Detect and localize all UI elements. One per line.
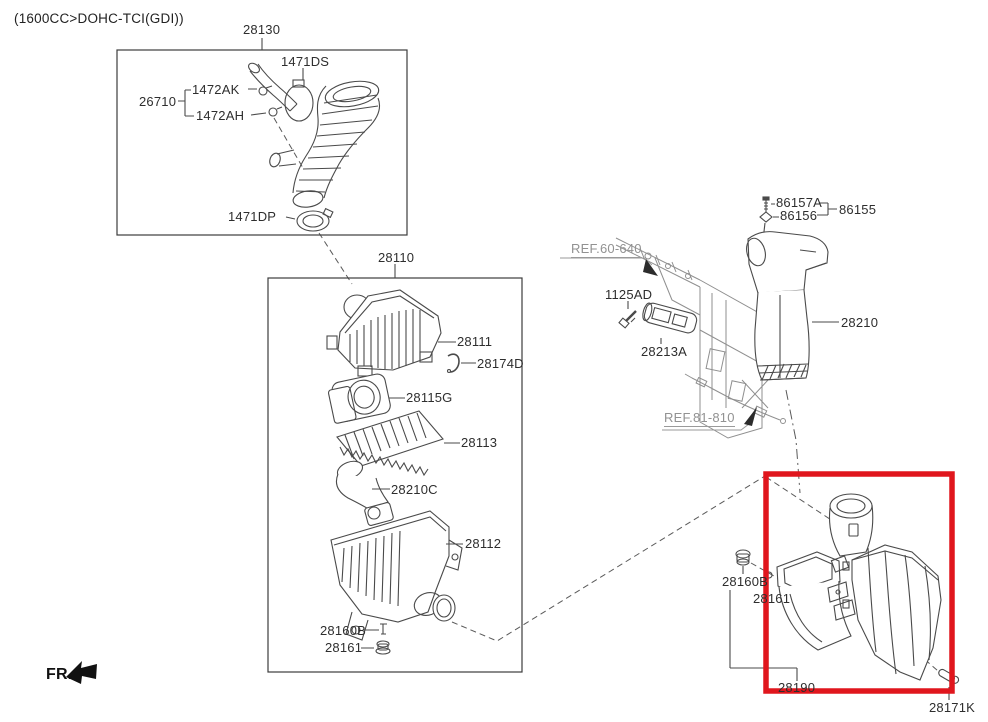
callout-28161: 28161 (325, 640, 363, 655)
callout-28112: 28112 (465, 536, 502, 551)
front-direction-label: FR. (46, 666, 73, 683)
bulkhead-reference-drawing (615, 237, 786, 439)
callout-28174D: 28174D (477, 356, 524, 371)
resonator-drawing (618, 301, 698, 344)
callout-1472AK: 1472AK (192, 82, 240, 97)
hose-assembly-box (116, 49, 408, 236)
ref-60-640-arrow-icon (643, 259, 658, 276)
air-duct-assembly-drawing (729, 493, 960, 700)
callout-28210: 28210 (841, 315, 879, 330)
screw-clip-drawing (759, 196, 837, 241)
front-direction-arrow-icon (66, 661, 97, 684)
callout-1471DP: 1471DP (228, 209, 277, 224)
callout-1471DS: 1471DS (281, 54, 330, 69)
center-axis-line (785, 389, 801, 494)
callout-28171K: 28171K (929, 700, 976, 715)
callout-28160B-assembly: 28160B (722, 574, 769, 589)
diagram-title: (1600CC>DOHC-TCI(GDI)) (14, 11, 184, 26)
intake-duct-drawing (746, 231, 839, 381)
callout-86155: 86155 (839, 202, 877, 217)
callout-86157A: 86157A (776, 195, 823, 210)
callout-28161-assembly: 28161 (753, 591, 791, 606)
callout-28111: 28111 (457, 334, 493, 349)
callout-28113: 28113 (461, 435, 498, 450)
callout-ref-60-640: REF.60-640 (571, 241, 642, 258)
intake-hose-drawing (178, 38, 381, 232)
callout-28160B: 28160B (320, 623, 367, 638)
callout-ref-81-810: REF.81-810 (664, 410, 735, 427)
callout-28190: 28190 (778, 680, 816, 695)
ref-arrows (560, 257, 757, 431)
callout-28213A: 28213A (641, 344, 688, 359)
ref-81-810-arrow-icon (744, 407, 757, 426)
air-cleaner-drawing (326, 264, 476, 655)
callout-28130: 28130 (243, 22, 281, 37)
callout-28110: 28110 (378, 250, 415, 265)
callout-28210C: 28210C (391, 482, 438, 497)
callout-86156: 86156 (780, 208, 818, 223)
highlight-box (763, 471, 955, 694)
callout-26710: 26710 (139, 94, 177, 109)
callout-28115G: 28115G (406, 390, 453, 405)
callout-1125AD: 1125AD (605, 287, 653, 302)
callout-1472AH: 1472AH (196, 108, 245, 123)
